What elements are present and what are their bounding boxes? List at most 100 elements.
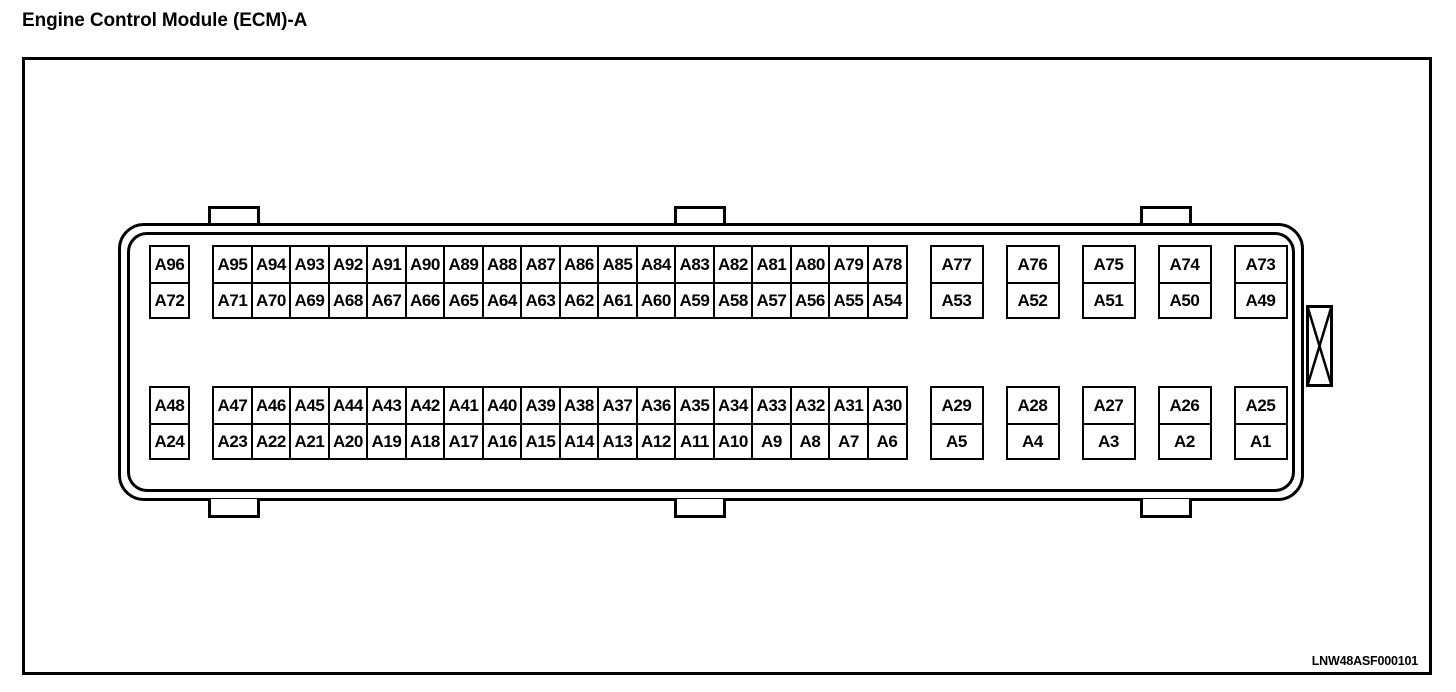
pin-cell: A86 [564,255,594,274]
pin-cell: A47 [217,396,248,415]
pin-cell: A28 [1017,396,1048,415]
pin-cell: A73 [1245,255,1276,274]
pin-cell: A83 [679,255,710,274]
pin-cell: A30 [872,396,902,415]
mounting-tab-top-center [674,206,726,225]
pin-cell: A21 [291,423,328,458]
pin-cell: A79 [833,255,864,274]
pin-cell: A61 [599,282,636,317]
pin-cell: A71 [214,282,251,317]
pin-cell: A84 [641,255,671,274]
pin-cell: A55 [830,282,867,317]
pin-cell: A34 [718,396,748,415]
pin-cell: A56 [791,282,829,317]
pin-cell: A1 [1235,423,1286,458]
pin-cell: A32 [795,396,825,415]
pin-cell: A31 [833,396,864,415]
pin-cell: A26 [1169,396,1200,415]
pin-cell: A41 [448,396,479,415]
pin-cell: A27 [1093,396,1124,415]
pin-cell: A68 [329,282,367,317]
pin-cell: A17 [445,423,482,458]
part-code: LNW48ASF000101 [1311,654,1418,668]
pin-cell: A89 [448,255,479,274]
pin-cell: A8 [791,423,829,458]
pin-cell: A74 [1169,255,1200,274]
mounting-tab-bottom-right [1140,499,1192,518]
pin-cell: A42 [410,396,440,415]
pin-cell: A23 [214,423,251,458]
pin-cell: A46 [256,396,286,415]
pin-cell: A92 [333,255,363,274]
pin-cell: A3 [1083,423,1134,458]
pin-cell: A87 [525,255,556,274]
pin-cell: A81 [756,255,787,274]
pin-cell: A14 [560,423,598,458]
mounting-tab-bottom-left [208,499,260,518]
pin-cell: A51 [1083,282,1134,317]
pin-cell: A16 [483,423,521,458]
pin-cell: A59 [676,282,713,317]
pin-cell: A44 [333,396,363,415]
mounting-tab-bottom-center [674,499,726,518]
pin-cell: A36 [641,396,671,415]
pin-cell: A53 [931,282,982,317]
pin-cell: A19 [368,423,405,458]
pin-cell: A7 [830,423,867,458]
pin-cell: A63 [522,282,559,317]
pin-cell: A52 [1007,282,1058,317]
pin-cell: A37 [602,396,633,415]
pin-cell: A77 [941,255,972,274]
pin-cell: A80 [795,255,825,274]
pin-cell: A62 [560,282,598,317]
page-title: Engine Control Module (ECM)-A [22,10,308,31]
pin-cell: A39 [525,396,556,415]
x-latch-icon [1306,305,1333,387]
mounting-tab-top-left [208,206,260,225]
pin-cell: A88 [487,255,517,274]
pin-cell: A15 [522,423,559,458]
pin-cell: A66 [406,282,444,317]
pin-cell: A96 [154,255,185,274]
